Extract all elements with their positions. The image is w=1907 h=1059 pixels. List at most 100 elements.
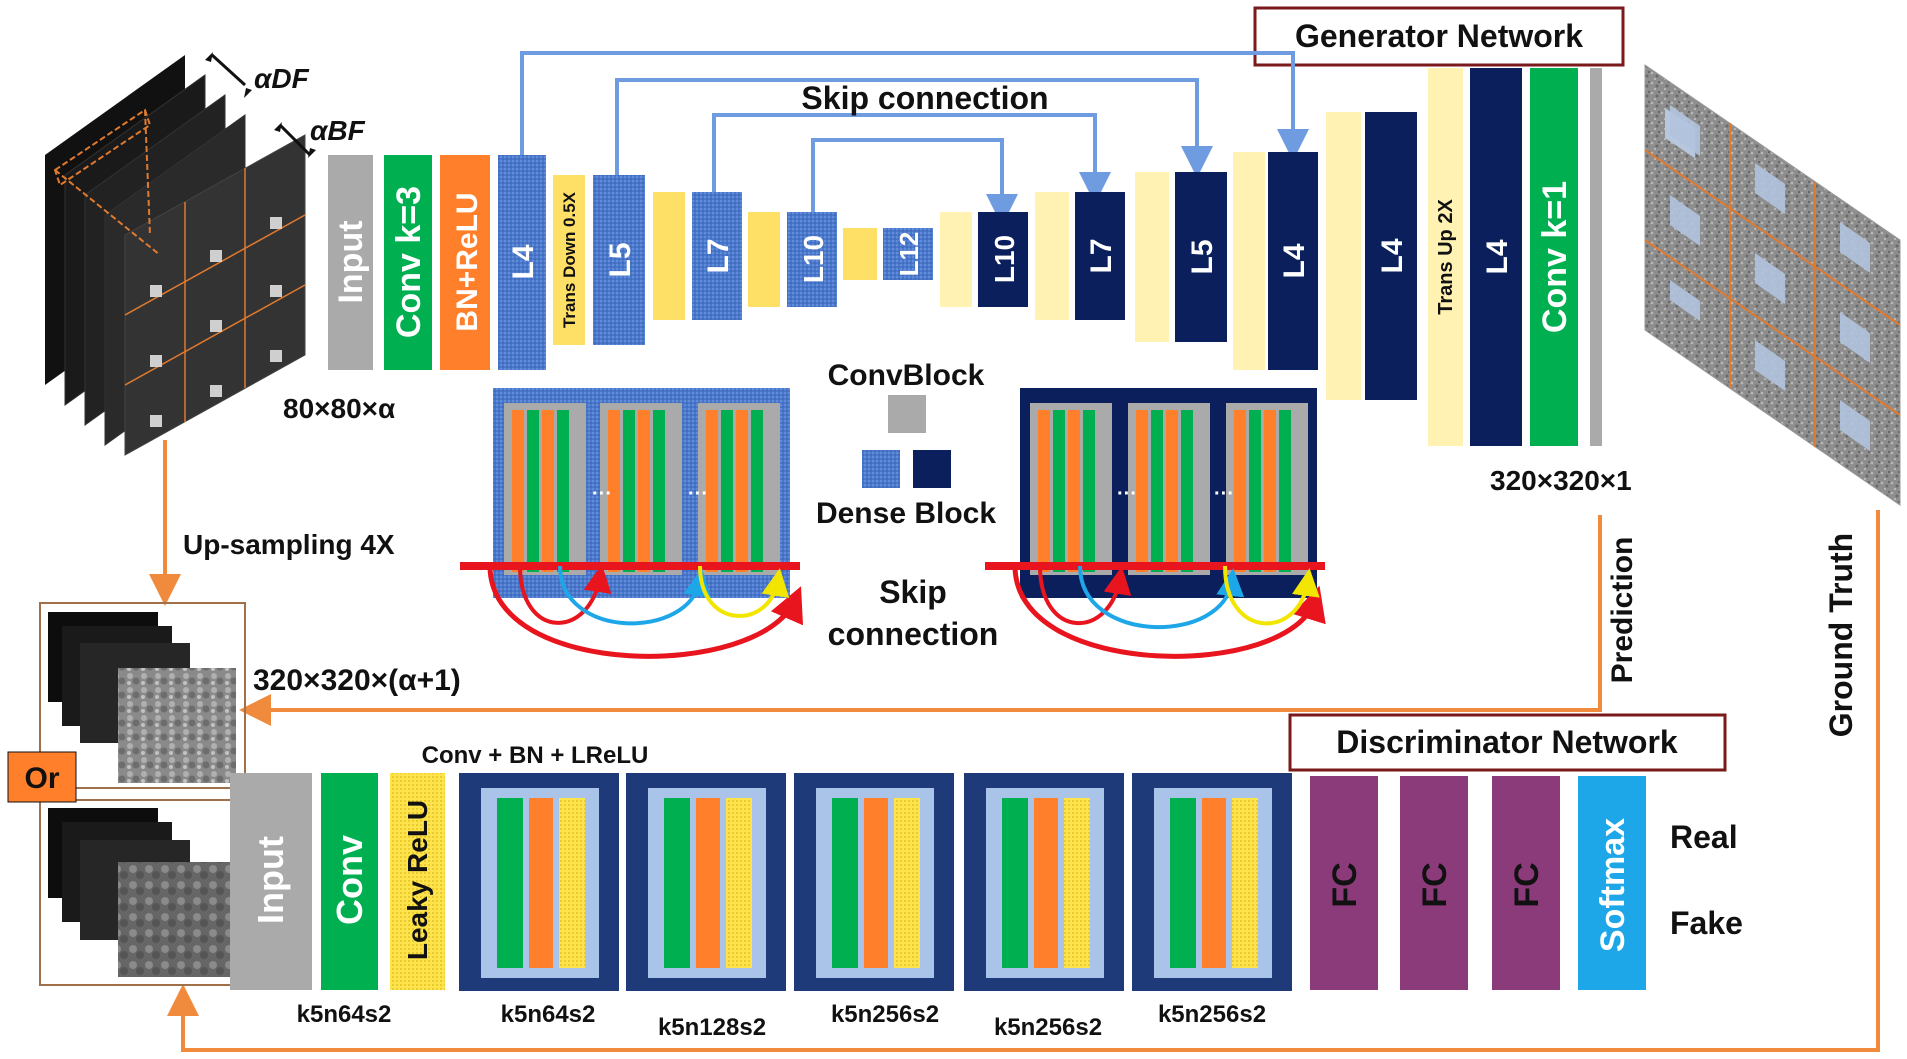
disc-block-label-5: k5n256s2 bbox=[994, 1014, 1102, 1041]
output-dims-label: 320×320×1 bbox=[1490, 465, 1632, 496]
gen-yellow-7 bbox=[1233, 152, 1265, 370]
input-dims-label: 80×80×α bbox=[283, 393, 395, 424]
svg-text:···: ··· bbox=[1214, 483, 1234, 505]
gen-dec-l4b-label: L4 bbox=[1376, 238, 1409, 273]
gen-l4-block bbox=[498, 155, 546, 370]
alpha-bf-label: αBF bbox=[310, 115, 366, 146]
gen-dec-l7-block bbox=[1075, 192, 1125, 320]
generator-title-box bbox=[1253, 6, 1625, 67]
gen-yellow-6 bbox=[1135, 172, 1169, 342]
disc-conv-bn-lrelu-block-3 bbox=[794, 773, 954, 991]
gen-dec-l4-block bbox=[1268, 152, 1318, 370]
skip-connections bbox=[520, 51, 1309, 226]
or-badge bbox=[7, 751, 77, 803]
gen-input-block bbox=[328, 155, 373, 370]
gen-transdown-block bbox=[553, 175, 585, 345]
generator-blocks bbox=[328, 68, 1602, 446]
disc-conv-block bbox=[321, 773, 378, 990]
disc-input-label: Input bbox=[250, 836, 291, 924]
svg-text:···: ··· bbox=[688, 483, 708, 505]
prediction-label: Prediction bbox=[1606, 537, 1639, 684]
gen-input-label: Input bbox=[332, 220, 370, 303]
disc-leaky-block bbox=[390, 773, 445, 990]
input-image-stack bbox=[45, 52, 316, 456]
gen-transdown-label: Trans Down 0.5X bbox=[560, 191, 579, 328]
svg-text:···: ··· bbox=[592, 483, 612, 505]
gen-conv1-block bbox=[1530, 68, 1578, 446]
gen-l7-block bbox=[692, 192, 742, 320]
gen-dec-l5-label: L5 bbox=[1186, 239, 1219, 274]
gen-dec-l4c-block bbox=[1470, 68, 1522, 446]
discriminator-title-box bbox=[1288, 713, 1727, 772]
gen-l7-label: L7 bbox=[702, 238, 735, 273]
upsampling-label: Up-sampling 4X bbox=[183, 529, 395, 560]
flow-arrows bbox=[149, 440, 1880, 1052]
disc-input-dims-label: 320×320×(α+1) bbox=[253, 664, 461, 697]
convblock-legend-swatch bbox=[888, 395, 926, 433]
disc-block-label-4: k5n256s2 bbox=[831, 1001, 939, 1028]
disc-block-label-6: k5n256s2 bbox=[1158, 1001, 1266, 1028]
gen-l10-block bbox=[787, 212, 837, 307]
gen-transup-label: Trans Up 2X bbox=[1435, 199, 1457, 315]
skip-legend-line2: connection bbox=[828, 616, 999, 652]
gen-output-block bbox=[1590, 68, 1602, 446]
discriminator-blocks bbox=[230, 773, 445, 990]
disc-conv-bn-lrelu-block-2 bbox=[626, 773, 786, 991]
dense-decoder-swatch bbox=[913, 450, 951, 488]
disc-leaky-label: Leaky ReLU bbox=[402, 800, 433, 960]
disc-fc-block-1 bbox=[1310, 776, 1378, 990]
gen-l4-label: L4 bbox=[507, 244, 540, 279]
gen-l5-block bbox=[593, 175, 645, 345]
disc-conv-label: Conv bbox=[329, 835, 370, 925]
denseblock-legend-label: Dense Block bbox=[816, 497, 996, 530]
gen-dec-l5-block bbox=[1175, 172, 1227, 342]
disc-fc-blocks bbox=[1310, 776, 1646, 990]
gen-l5-label: L5 bbox=[604, 242, 637, 277]
disc-block-label-3: k5n128s2 bbox=[658, 1014, 766, 1041]
disc-fc-block-2 bbox=[1400, 776, 1468, 990]
dense-block-encoder: ··· ··· bbox=[460, 388, 803, 659]
skip-connection-label-top: Skip connection bbox=[801, 80, 1048, 116]
disc-softmax-block bbox=[1578, 776, 1646, 990]
disc-fc-label-3: FC bbox=[1508, 862, 1546, 907]
skip-legend-line1: Skip bbox=[879, 574, 947, 610]
gen-conv-block bbox=[384, 155, 432, 370]
gen-transup-block bbox=[1428, 68, 1463, 446]
disc-conv-bn-lrelu-block-1 bbox=[459, 773, 619, 991]
or-label: Or bbox=[24, 762, 59, 795]
gen-dec-l10-label: L10 bbox=[989, 235, 1020, 283]
disc-fc-label-1: FC bbox=[1326, 862, 1364, 907]
gen-bnrelu-block bbox=[440, 155, 490, 370]
gen-dec-l4c-label: L4 bbox=[1481, 239, 1514, 274]
output-image bbox=[1644, 64, 1901, 506]
gen-l12-block bbox=[883, 228, 933, 280]
gen-dec-l7-label: L7 bbox=[1085, 238, 1118, 273]
ground-truth-label: Ground Truth bbox=[1823, 533, 1859, 737]
disc-input-block bbox=[230, 773, 312, 990]
gen-dec-l4-label: L4 bbox=[1278, 243, 1311, 278]
gen-yellow-1 bbox=[653, 192, 685, 320]
generator-title: Generator Network bbox=[1295, 18, 1583, 54]
disc-conv-bn-lrelu-block-5 bbox=[1132, 773, 1292, 991]
disc-block-label-2: k5n64s2 bbox=[501, 1001, 596, 1028]
gen-yellow-8 bbox=[1326, 112, 1361, 400]
gen-yellow-2 bbox=[748, 212, 780, 307]
discriminator-title: Discriminator Network bbox=[1336, 724, 1678, 760]
convblock-legend-label: ConvBlock bbox=[828, 359, 985, 392]
gen-bnrelu-label: BN+ReLU bbox=[451, 192, 484, 331]
disc-conv-bn-lrelu-blocks bbox=[459, 773, 1292, 991]
fake-label: Fake bbox=[1670, 905, 1743, 941]
dense-encoder-swatch bbox=[862, 450, 900, 488]
gen-conv1-label: Conv k=1 bbox=[1536, 181, 1574, 333]
gen-conv-label: Conv k=3 bbox=[390, 186, 428, 338]
gen-yellow-4 bbox=[940, 212, 972, 307]
gen-dec-l4b-block bbox=[1365, 112, 1417, 400]
real-label: Real bbox=[1670, 819, 1738, 855]
alpha-df-label: αDF bbox=[254, 63, 310, 94]
svg-text:···: ··· bbox=[1117, 483, 1137, 505]
dense-block-decoder: ··· ··· bbox=[985, 388, 1326, 659]
gen-yellow-5 bbox=[1035, 192, 1069, 320]
disc-fc-label-2: FC bbox=[1416, 862, 1454, 907]
disc-softmax-label: Softmax bbox=[1594, 818, 1632, 952]
